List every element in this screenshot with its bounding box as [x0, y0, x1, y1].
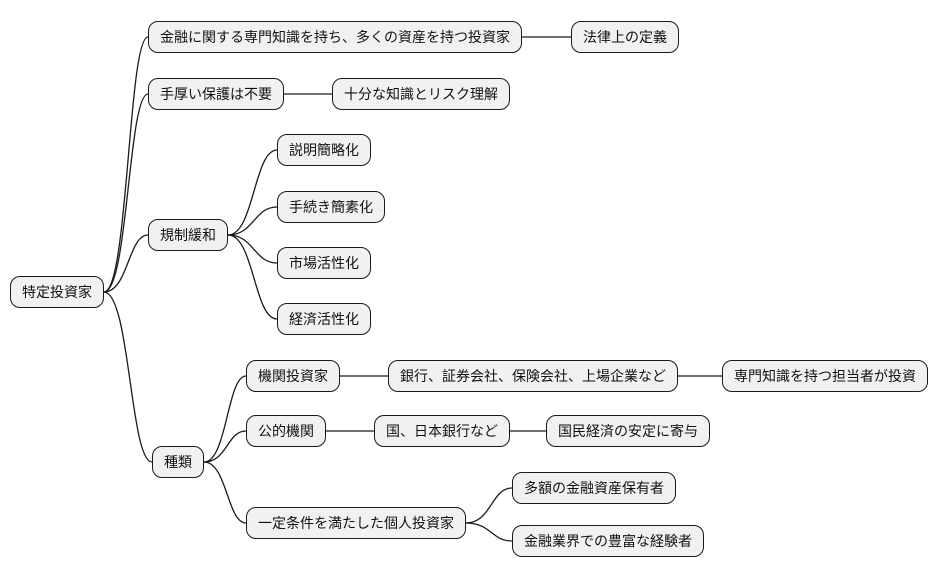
mindmap-node-knowledge-risk: 十分な知識とリスク理解	[332, 78, 510, 110]
mindmap-node-no-protection: 手厚い保護は不要	[148, 78, 284, 110]
mindmap-node-institutional: 機関投資家	[246, 360, 340, 392]
edge-types-to-institutional	[203, 375, 247, 463]
edge-deregulation-to-simplified-explanation	[227, 149, 278, 236]
mindmap-node-deregulation: 規制緩和	[148, 219, 228, 251]
edge-types-to-individual	[203, 461, 247, 524]
edge-root-to-definition	[103, 36, 149, 293]
mindmap-node-economic-vitalization: 経済活性化	[277, 303, 371, 335]
mindmap-node-simplified-procedures: 手続き簡素化	[277, 191, 385, 223]
mindmap-node-public-examples: 国、日本銀行など	[374, 415, 510, 447]
edge-deregulation-to-market-vitalization	[227, 234, 278, 264]
edge-root-to-no-protection	[103, 93, 149, 293]
edge-individual-to-industry-experience	[465, 522, 513, 542]
edge-individual-to-large-assets	[465, 487, 513, 524]
mindmap-node-public-institutions: 公的機関	[246, 415, 326, 447]
edge-root-to-types	[103, 291, 153, 463]
mindmap-node-simplified-explanation: 説明簡略化	[277, 134, 371, 166]
mindmap-node-definition: 金融に関する専門知識を持ち、多くの資産を持つ投資家	[148, 21, 522, 53]
mindmap-node-large-assets: 多額の金融資産保有者	[512, 472, 676, 504]
edge-deregulation-to-economic-vitalization	[227, 234, 278, 320]
mindmap-node-market-vitalization: 市場活性化	[277, 247, 371, 279]
mindmap-node-legal-definition: 法律上の定義	[571, 21, 679, 53]
mindmap-node-root: 特定投資家	[10, 276, 104, 308]
edge-deregulation-to-simplified-procedures	[227, 206, 278, 236]
mindmap-node-industry-experience: 金融業界での豊富な経験者	[512, 525, 704, 557]
edge-root-to-deregulation	[103, 234, 149, 293]
mindmap-node-public-note: 国民経済の安定に寄与	[546, 415, 710, 447]
mindmap-node-institutional-examples: 銀行、証券会社、保険会社、上場企業など	[388, 360, 678, 392]
mindmap-node-individual: 一定条件を満たした個人投資家	[246, 507, 466, 539]
mindmap-node-types: 種類	[152, 446, 204, 478]
mindmap-node-institutional-note: 専門知識を持つ担当者が投資	[722, 360, 928, 392]
edge-types-to-public-institutions	[203, 430, 247, 463]
